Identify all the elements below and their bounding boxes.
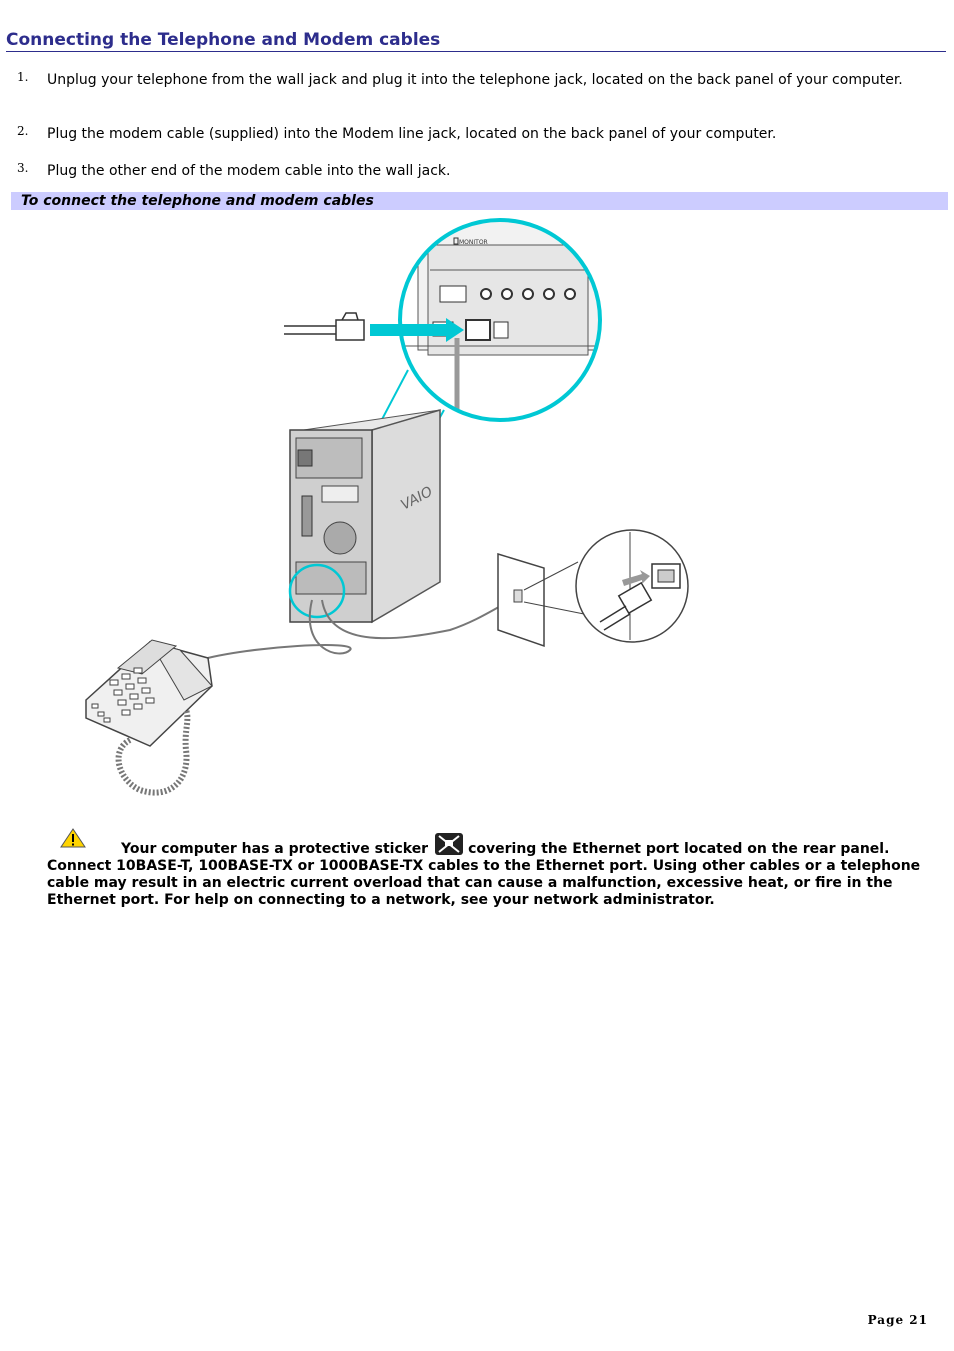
step-number: 2. bbox=[17, 124, 29, 138]
step-number: 1. bbox=[17, 70, 29, 84]
panel-label: MONITOR bbox=[459, 239, 488, 246]
step-text: Plug the modem cable (supplied) into the… bbox=[47, 126, 777, 142]
step-text: Unplug your telephone from the wall jack… bbox=[47, 72, 903, 88]
note-text-before: Your computer has a protective sticker bbox=[121, 841, 429, 857]
page-number: Page 21 bbox=[867, 1313, 928, 1327]
caution-note: Your computer has a protective sticker c… bbox=[47, 832, 947, 909]
wall-jack bbox=[497, 552, 545, 648]
wall-jack-zoom bbox=[523, 529, 689, 643]
step-text: Plug the other end of the modem cable in… bbox=[47, 163, 451, 179]
warning-icon bbox=[60, 828, 86, 848]
page-title: Connecting the Telephone and Modem cable… bbox=[6, 30, 946, 52]
rear-panel-zoom: MONITOR bbox=[398, 218, 602, 422]
ethernet-sticker-icon bbox=[435, 833, 464, 855]
note-text-after: covering the Ethernet port located on th… bbox=[47, 841, 921, 908]
telephone bbox=[85, 639, 213, 796]
figure-caption: To connect the telephone and modem cable… bbox=[11, 192, 948, 210]
phone-plug bbox=[284, 312, 365, 341]
connection-illustration: MONITOR VAIO bbox=[85, 218, 689, 796]
computer-tower: VAIO bbox=[288, 408, 441, 624]
insert-arrow-icon bbox=[370, 318, 464, 342]
step-number: 3. bbox=[17, 161, 29, 175]
